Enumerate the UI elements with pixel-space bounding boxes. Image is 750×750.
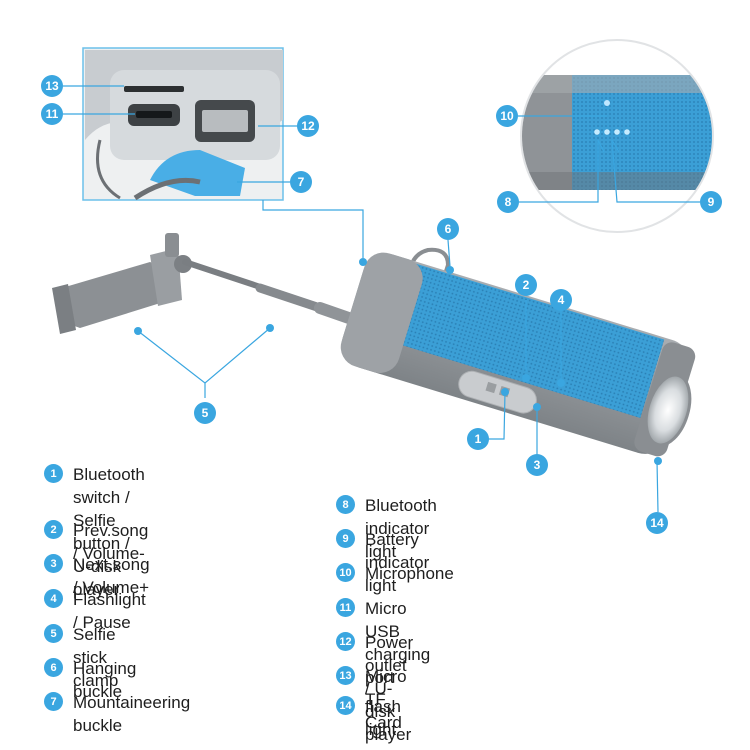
- svg-text:4: 4: [558, 293, 565, 307]
- legend-number: 6: [44, 658, 63, 677]
- microphone-hole: [604, 100, 610, 106]
- legend-number: 1: [44, 464, 63, 483]
- legend-item: 10 Microphone: [336, 562, 454, 585]
- legend-label: flash light: [365, 697, 401, 739]
- callout-6: 6: [437, 218, 459, 240]
- legend-label: Flashlight / Pause: [73, 590, 146, 632]
- callout-7: 7: [290, 171, 312, 193]
- callout-2: 2: [515, 274, 537, 296]
- svg-text:10: 10: [500, 109, 514, 123]
- callout-14: 14: [646, 512, 668, 534]
- callout-5: 5: [194, 402, 216, 424]
- legend-label: Bluetooth switch / Selfie button / U-dis…: [73, 465, 145, 599]
- callout-1: 1: [467, 428, 489, 450]
- indicator-led: [624, 129, 630, 135]
- svg-text:11: 11: [46, 107, 59, 121]
- legend-item: 3 Next.song / Volume+: [44, 553, 150, 599]
- legend-number: 14: [336, 696, 355, 715]
- legend-number: 5: [44, 624, 63, 643]
- legend-item: 12 Power outlet / U-disk player: [336, 631, 413, 746]
- legend-number: 7: [44, 692, 63, 711]
- legend-item: 13 Micro TF Card: [336, 665, 407, 734]
- indicator-led: [604, 129, 610, 135]
- legend-number: 2: [44, 520, 63, 539]
- legend-label: Hanging buckle: [73, 659, 137, 701]
- legend-label: Next.song / Volume+: [73, 555, 150, 597]
- legend-item: 14 flash light: [336, 695, 401, 741]
- callout-13: 13: [41, 75, 63, 97]
- svg-text:5: 5: [202, 406, 209, 420]
- svg-text:8: 8: [505, 195, 512, 209]
- legend-item: 1 Bluetooth switch / Selfie button / U-d…: [44, 463, 145, 601]
- callout-9: 9: [700, 191, 722, 213]
- legend-number: 12: [336, 632, 355, 651]
- speaker-mesh: [389, 262, 665, 418]
- legend-label: Bluetooth indicator light: [365, 496, 437, 561]
- flashlight-lens: [644, 373, 692, 447]
- callout-badges: 13 11 12 7 10 8 9 6 2 4 5 1 3 14: [41, 75, 722, 534]
- mountaineering-buckle-strap: [150, 150, 245, 196]
- callout-4: 4: [550, 289, 572, 311]
- usb-outlet: [202, 110, 248, 132]
- callout-8: 8: [497, 191, 519, 213]
- legend-label: Selfie stick clamp: [73, 625, 119, 690]
- micro-usb-port: [136, 111, 172, 118]
- leader-endpoints: [134, 258, 662, 465]
- legend-item: 6 Hanging buckle: [44, 657, 136, 703]
- legend-number: 3: [44, 554, 63, 573]
- legend-number: 9: [336, 529, 355, 548]
- svg-text:12: 12: [301, 119, 315, 133]
- svg-text:2: 2: [523, 278, 530, 292]
- callout-12: 12: [297, 115, 319, 137]
- legend-label: Battery indicator light: [365, 530, 430, 595]
- legend-label: Prev.song / Volume-: [73, 521, 149, 563]
- legend-number: 13: [336, 666, 355, 685]
- svg-text:3: 3: [534, 458, 541, 472]
- legend-item: 9 Battery indicator light: [336, 528, 429, 597]
- legend-item: 5 Selfie stick clamp: [44, 623, 118, 692]
- legend-number: 4: [44, 589, 63, 608]
- svg-text:1: 1: [475, 432, 482, 446]
- leader-lines: [63, 85, 700, 513]
- legend-label: Micro USB charging port: [365, 599, 431, 687]
- svg-text:14: 14: [650, 516, 664, 530]
- svg-text:6: 6: [445, 222, 452, 236]
- speaker-device: [52, 233, 696, 457]
- legend-label: Micro TF Card: [365, 667, 407, 732]
- callout-10: 10: [496, 105, 518, 127]
- svg-text:9: 9: [708, 195, 715, 209]
- legend-item: 7 Mountaineering buckle: [44, 691, 190, 737]
- legend-label: Power outlet / U-disk player: [365, 633, 414, 744]
- callout-11: 11: [41, 103, 63, 125]
- legend-item: 2 Prev.song / Volume-: [44, 519, 148, 565]
- legend-number: 11: [336, 598, 355, 617]
- legend-item: 4 Flashlight / Pause: [44, 588, 146, 634]
- indicator-led: [594, 129, 600, 135]
- legend-number: 8: [336, 495, 355, 514]
- legend-label: Microphone: [365, 564, 454, 583]
- indicator-led: [614, 129, 620, 135]
- tf-card-slot: [124, 86, 184, 92]
- svg-text:13: 13: [45, 79, 59, 93]
- callout-3: 3: [526, 454, 548, 476]
- legend-number: 10: [336, 563, 355, 582]
- svg-text:7: 7: [298, 175, 305, 189]
- legend-item: 11 Micro USB charging port: [336, 597, 430, 689]
- legend-label: Mountaineering buckle: [73, 693, 191, 735]
- ports-inset: [82, 47, 284, 201]
- zoom-circle: [520, 39, 714, 233]
- legend-item: 8 Bluetooth indicator light: [336, 494, 437, 563]
- selfie-clamp: [55, 262, 170, 328]
